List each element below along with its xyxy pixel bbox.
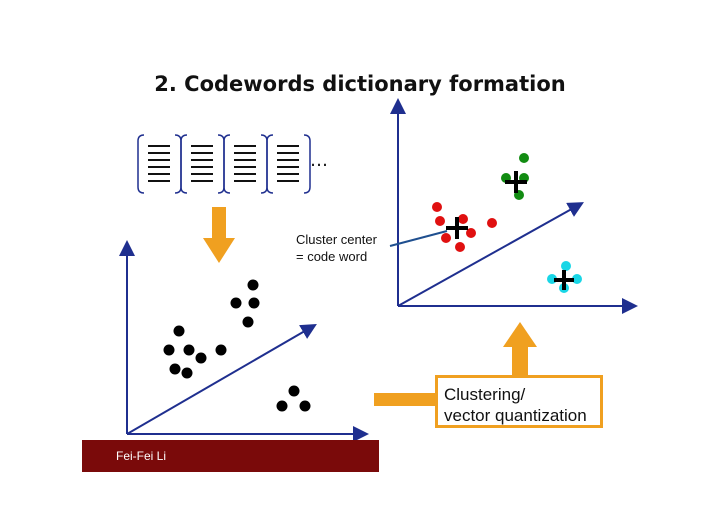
feature-point (248, 297, 260, 309)
footer-bar: Fei-Fei Li (82, 440, 379, 472)
cluster-center-label: Cluster center = code word (296, 231, 377, 265)
feature-point (181, 367, 193, 379)
cluster-label-pointer (389, 230, 448, 247)
feature-space-plot (119, 240, 369, 442)
feature-point (183, 344, 195, 356)
z-axis-left (126, 323, 317, 435)
cluster-point (572, 274, 582, 284)
ellipsis-text: … (310, 150, 328, 171)
feature-point (242, 316, 254, 328)
feature-points (163, 279, 311, 412)
cluster-center-green-plus-icon (505, 171, 527, 193)
cluster-center-label-line1: Cluster center (296, 232, 377, 247)
cluster-point (487, 218, 497, 228)
feature-point (247, 279, 259, 291)
feature-point (276, 400, 288, 412)
clustered-space-plot (390, 98, 638, 314)
cluster-red (432, 202, 497, 252)
feature-point (173, 325, 185, 337)
clustering-process-box: Clustering/ vector quantization (435, 375, 603, 428)
feature-point (195, 352, 207, 364)
feature-point (169, 363, 181, 375)
cluster-center-label-line2: = code word (296, 249, 368, 264)
descriptor-lines (148, 145, 299, 182)
cluster-point (561, 261, 571, 271)
z-axis-right (397, 202, 584, 307)
cluster-point (435, 216, 445, 226)
footer-author: Fei-Fei Li (116, 449, 167, 463)
cluster-point (432, 202, 442, 212)
feature-point (299, 400, 311, 412)
descriptor-vector-4 (266, 134, 311, 194)
descriptor-vector-1 (137, 134, 182, 194)
connector-arrow-body (374, 393, 437, 406)
cluster-center-red-plus-icon (446, 217, 468, 239)
cluster-point (519, 153, 529, 163)
cluster-point (466, 228, 476, 238)
cluster-center-cyan-plus-icon (554, 270, 574, 290)
process-box-line2: vector quantization (444, 406, 587, 425)
up-arrow (503, 322, 537, 376)
cluster-point (458, 214, 468, 224)
slide-title: 2. Codewords dictionary formation (154, 72, 566, 96)
cluster-point (441, 233, 451, 243)
cluster-point (455, 242, 465, 252)
feature-point (288, 385, 300, 397)
descriptor-vector-2 (180, 134, 225, 194)
down-arrow (203, 207, 235, 263)
descriptor-vectors (137, 134, 311, 194)
process-box-line1: Clustering/ (444, 385, 526, 404)
feature-point (163, 344, 175, 356)
descriptor-vector-3 (223, 134, 268, 194)
feature-point (215, 344, 227, 356)
feature-point (230, 297, 242, 309)
